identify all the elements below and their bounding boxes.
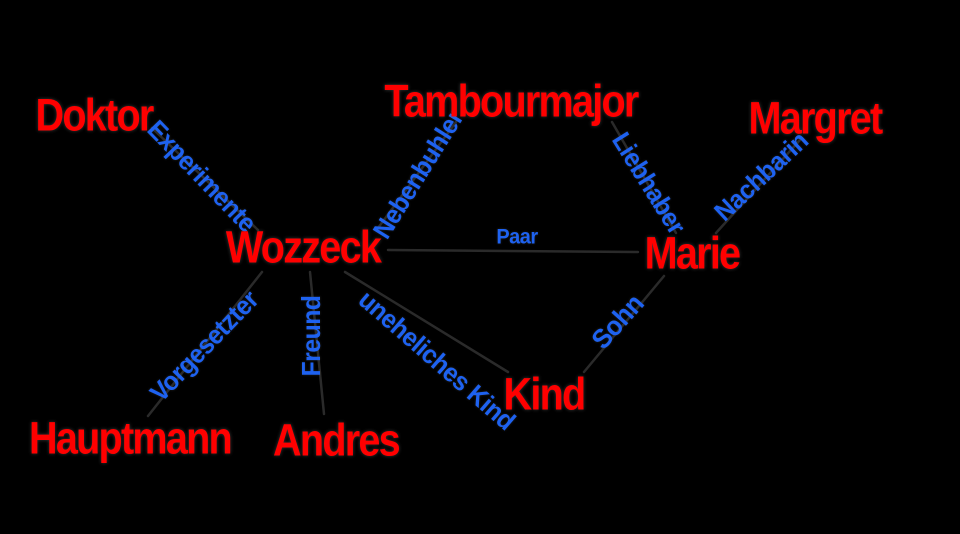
edge-label-wozzeck-marie: Paar [496,225,538,249]
node-tambourmajor: Tambourmajor [384,75,639,127]
node-kind: Kind [503,368,587,420]
edge-line-wozzeck-kind [343,270,510,374]
node-hauptmann: Hauptmann [29,412,233,464]
edge-line-margret-marie [714,138,802,235]
node-doktor: Doktor [35,89,154,141]
edge-label-wozzeck-andres: Freund [296,295,326,377]
edge-line-doktor-wozzeck [150,126,260,232]
edge-line-tambourmajor-marie [610,120,678,235]
node-margret: Margret [748,92,884,144]
edge-line-wozzeck-marie [386,248,640,254]
node-wozzeck: Wozzeck [225,221,382,273]
edge-line-wozzeck-andres [308,270,326,416]
edge-line-wozzeck-hauptmann [146,270,264,418]
node-andres: Andres [273,414,401,466]
edge-line-wozzeck-tambourmajor [376,120,458,230]
node-marie: Marie [644,227,741,279]
edge-line-marie-kind [582,274,666,374]
